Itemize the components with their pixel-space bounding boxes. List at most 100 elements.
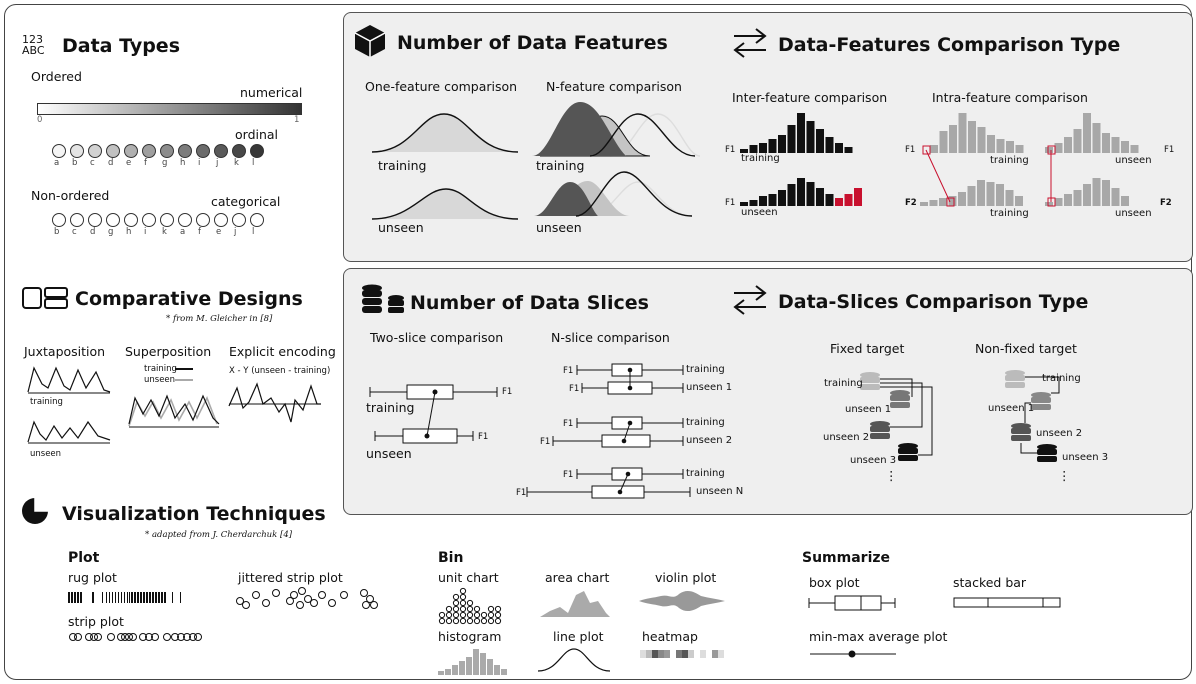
strip-point [189, 633, 197, 641]
nslice-training-a: training [686, 364, 725, 375]
unit-dot [487, 605, 495, 613]
fixed-ellipsis: ⋮ [885, 468, 898, 483]
nslice-f1-c: F1 [563, 419, 574, 429]
unit-dot [466, 611, 474, 619]
rug-tick [112, 592, 113, 603]
non-ordered-label: Non-ordered [31, 188, 110, 203]
min-max-plot-graphic [810, 650, 896, 658]
histogram-bar [473, 649, 479, 675]
intra-training-label-bottom: training [990, 208, 1029, 219]
explicit-encoding-label: Explicit encoding [229, 344, 336, 359]
inter-unseen-bar [854, 188, 862, 206]
inter-f1-training: F1 [725, 145, 736, 155]
unit-dot [494, 617, 502, 625]
strip-point [145, 633, 153, 641]
unit-dot [452, 611, 460, 619]
nslice-unseenN: unseen N [696, 486, 744, 497]
heatmap-cell [670, 650, 676, 658]
inter-training-bar [844, 147, 853, 153]
jitter-point [366, 595, 374, 603]
value-letter: c [72, 227, 77, 237]
value-letter: h [126, 227, 132, 237]
jitter-point [262, 599, 270, 607]
histogram-bar [459, 661, 465, 675]
value-circle [214, 213, 228, 227]
slices-title: Number of Data Slices [410, 292, 649, 314]
inter-unseen-bar [749, 200, 758, 206]
intra-f1-unseen-bar [1130, 145, 1139, 153]
unit-dot [445, 617, 453, 625]
comparative-designs-note: * from M. Gleicher in [8] [166, 314, 273, 324]
unit-dot [466, 599, 474, 607]
unseen2-cylinder [1011, 423, 1031, 441]
value-letter: i [198, 158, 201, 168]
heatmap-cell [706, 650, 712, 658]
n-slice-label: N-slice comparison [551, 330, 670, 345]
strip-point [151, 633, 159, 641]
inter-unseen-bar [844, 194, 853, 206]
violin-plot-graphic [639, 590, 725, 612]
fixed-training: training [824, 378, 863, 389]
nslice-boxplot [552, 434, 684, 448]
fixed-target-diagram [860, 372, 933, 461]
nslice-training-c: training [686, 468, 725, 479]
intra-f2-unseen-bar [1083, 184, 1091, 206]
value-letter: a [180, 227, 186, 237]
inter-training-bar [768, 139, 777, 153]
rug-tick [92, 592, 94, 603]
value-letter: j [216, 158, 219, 168]
fixed-target-label: Fixed target [830, 341, 905, 356]
fixed-unseen1: unseen 1 [845, 404, 892, 415]
intra-f2-train-bar [958, 192, 966, 206]
superposition-training-legend: training [144, 364, 177, 374]
unit-dot [459, 593, 467, 601]
n-feature-training-curves [532, 102, 701, 157]
jitter-point [304, 595, 312, 603]
value-circle [52, 144, 66, 158]
intra-f1-unseen-bar [1064, 137, 1072, 153]
inter-training-bar [778, 135, 786, 153]
ordinal-label: ordinal [235, 127, 279, 142]
intra-f2-right: F2 [1160, 198, 1172, 208]
line-plot-graphic [537, 648, 611, 672]
training-cylinder [860, 372, 880, 390]
two-slice-boxplots [369, 384, 498, 444]
intra-f2-train-bar [1015, 196, 1023, 206]
strip-point [90, 633, 98, 641]
intra-link-left [925, 149, 951, 203]
value-letter: b [54, 227, 60, 237]
value-letter: j [234, 227, 237, 237]
jitter-point [362, 601, 370, 609]
fixed-link [880, 378, 913, 397]
unseen1-cylinder [890, 390, 910, 408]
non-fixed-target-label: Non-fixed target [975, 341, 1077, 356]
inter-training-bar [787, 125, 796, 153]
strip-point [139, 633, 147, 641]
numerical-label: numerical [240, 85, 303, 100]
n-feature-training-label: training [536, 158, 585, 173]
rug-plot-label: rug plot [68, 570, 117, 585]
strip-point [94, 633, 102, 641]
unit-dot [459, 587, 467, 595]
intra-f2-train-bar [996, 184, 1004, 206]
rug-tick [68, 592, 70, 603]
heatmap-cell [640, 650, 646, 658]
intra-f2-train-bar [948, 196, 957, 206]
intra-feature-label: Intra-feature comparison [932, 90, 1088, 105]
intra-f1-train-bar [930, 145, 938, 153]
n-slice-boxplots [526, 363, 691, 499]
rug-tick [134, 592, 136, 603]
strip-point [117, 633, 125, 641]
strip-point [85, 633, 93, 641]
inter-training-bar [797, 113, 805, 153]
intra-training-label-top: training [990, 155, 1029, 166]
value-circle [142, 144, 156, 158]
unit-dot [480, 611, 488, 619]
rug-tick [140, 592, 142, 603]
rug-tick [109, 592, 110, 603]
intra-f2-train-bar [986, 182, 995, 206]
unit-dot [459, 605, 467, 613]
two-slice-label: Two-slice comparison [370, 330, 504, 345]
value-circle [214, 144, 228, 158]
plot-heading: Plot [68, 550, 100, 566]
